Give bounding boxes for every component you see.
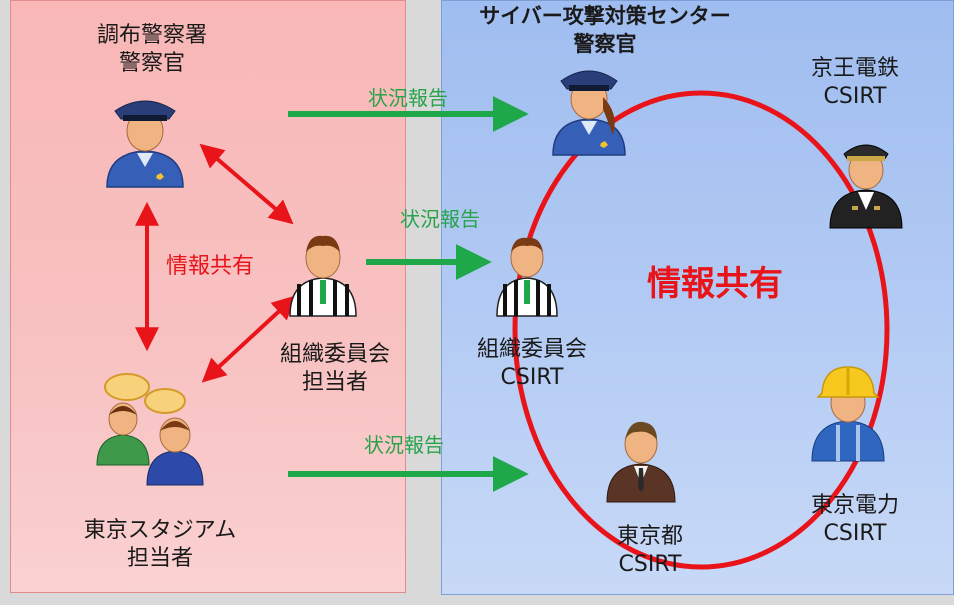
metro-label: 東京都 CSIRT <box>590 523 710 579</box>
keio-label: 京王電鉄 CSIRT <box>790 55 920 111</box>
share-arrow-committee-stadium <box>201 295 297 383</box>
stadium-label-line2: 担当者 <box>126 546 193 571</box>
report-label-top: 状況報告 <box>368 86 448 110</box>
center-label: サイバー攻撃対策センター 警察官 <box>440 2 770 58</box>
power-label-line1: 東京電力 <box>810 493 899 518</box>
stadium-label-line1: 東京スタジアム <box>83 518 237 543</box>
metro-label-line2: CSIRT <box>618 552 682 577</box>
committee-staff-icon <box>289 235 357 317</box>
right-committee-label: 組織委員会 CSIRT <box>452 336 612 392</box>
center-label-line1: サイバー攻撃対策センター <box>479 4 731 28</box>
committee-label-line2: 担当者 <box>301 370 368 395</box>
metro-staff-icon <box>606 421 676 503</box>
report-label-bottom: 状況報告 <box>364 433 444 457</box>
right-committee-label-line1: 組織委員会 <box>476 337 587 362</box>
share-arrow-police-committee <box>199 143 294 225</box>
keio-conductor-icon <box>829 144 903 229</box>
keio-label-line2: CSIRT <box>823 84 887 109</box>
committee-label-line1: 組織委員会 <box>279 342 390 367</box>
police-label-line2: 警察官 <box>118 51 185 76</box>
committee-csirt-icon <box>496 237 558 317</box>
power-worker-icon <box>811 366 885 462</box>
report-label-middle: 状況報告 <box>400 207 480 231</box>
right-committee-label-line2: CSIRT <box>500 365 564 390</box>
committee-label: 組織委員会 担当者 <box>250 341 420 397</box>
stadium-label: 東京スタジアム 担当者 <box>50 517 270 573</box>
right-share-label: 情報共有 <box>647 264 783 304</box>
police-officer-icon <box>106 100 184 188</box>
keio-label-line1: 京王電鉄 <box>810 56 899 81</box>
share-circle <box>512 90 890 570</box>
metro-label-line1: 東京都 <box>616 524 683 549</box>
police-label: 調布警察署 警察官 <box>62 22 242 78</box>
police-label-line1: 調布警察署 <box>96 23 207 48</box>
center-label-line2: 警察官 <box>573 32 637 56</box>
center-officer-icon <box>552 70 626 156</box>
left-share-label: 情報共有 <box>165 254 254 279</box>
power-label: 東京電力 CSIRT <box>790 492 920 548</box>
power-label-line2: CSIRT <box>823 521 887 546</box>
stadium-staff-icon <box>96 373 204 486</box>
